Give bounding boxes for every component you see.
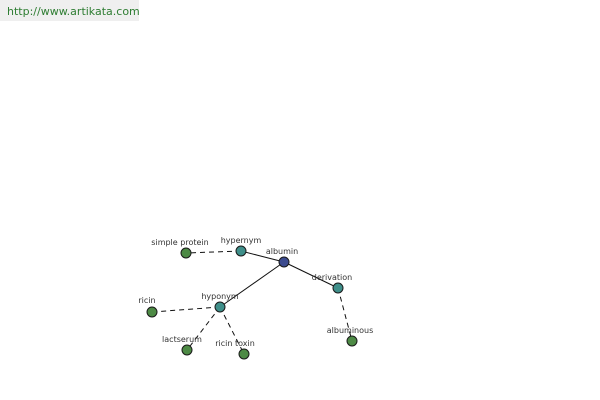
node-label-lactserum: lactserum <box>162 335 202 344</box>
nodes-layer: albumin hypernym derivation hyponym simple p… <box>138 236 374 360</box>
source-link[interactable]: http://www.artikata.com <box>7 5 140 18</box>
node-marker-albuminous[interactable] <box>346 335 358 347</box>
edge-hypernym-simple_protein <box>185 250 242 254</box>
node-ricin[interactable]: ricin <box>138 296 158 318</box>
source-bar: http://www.artikata.com <box>0 0 140 21</box>
node-marker-lactserum[interactable] <box>181 344 193 356</box>
edge-derivation-albuminous <box>337 287 353 342</box>
node-marker-ricin_toxin[interactable] <box>238 348 250 360</box>
node-label-hyponym: hyponym <box>201 292 239 301</box>
node-label-albuminous: albuminous <box>327 326 374 335</box>
node-lactserum[interactable]: lactserum <box>162 335 202 356</box>
node-label-derivation: derivation <box>312 273 352 282</box>
node-hyponym[interactable]: hyponym <box>201 292 239 313</box>
node-label-albumin: albumin <box>266 247 298 256</box>
edge-albumin-hypernym <box>240 250 285 263</box>
node-marker-simple_protein[interactable] <box>180 247 192 259</box>
node-simple_protein[interactable]: simple protein <box>151 238 209 259</box>
node-label-simple_protein: simple protein <box>151 238 208 247</box>
edges-layer <box>151 250 353 355</box>
node-hypernym[interactable]: hypernym <box>221 236 262 257</box>
node-label-ricin_toxin: ricin toxin <box>215 339 255 348</box>
node-derivation[interactable]: derivation <box>312 273 352 294</box>
node-marker-hyponym[interactable] <box>214 301 226 313</box>
node-marker-derivation[interactable] <box>332 282 344 294</box>
node-ricin_toxin[interactable]: ricin toxin <box>215 339 255 360</box>
edge-hyponym-ricin <box>151 306 221 313</box>
node-albumin[interactable]: albumin <box>266 247 298 268</box>
node-albuminous[interactable]: albuminous <box>327 326 374 347</box>
node-marker-ricin[interactable] <box>146 306 158 318</box>
edge-albumin-hyponym <box>219 261 285 308</box>
node-label-ricin: ricin <box>138 296 155 305</box>
edge-hyponym-lactserum <box>186 306 221 351</box>
node-marker-hypernym[interactable] <box>235 245 247 257</box>
node-label-hypernym: hypernym <box>221 236 262 245</box>
edge-albumin-derivation <box>283 261 339 289</box>
node-marker-albumin[interactable] <box>278 256 290 268</box>
